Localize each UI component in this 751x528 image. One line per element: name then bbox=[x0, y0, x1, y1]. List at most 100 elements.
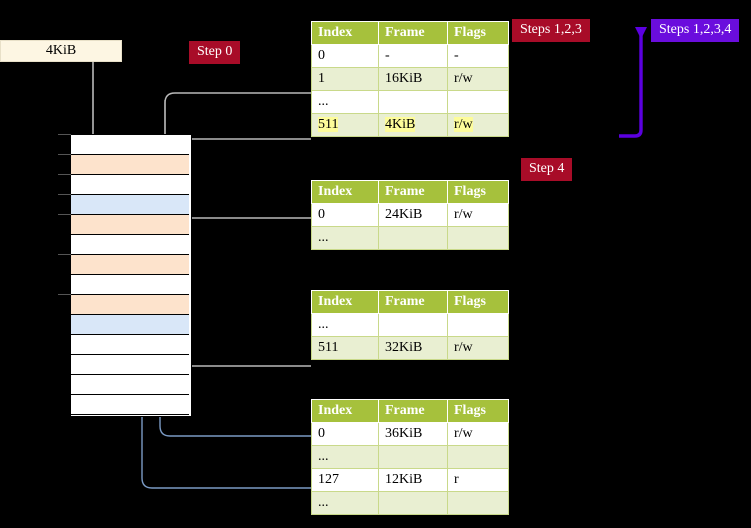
memory-frame-row bbox=[71, 295, 189, 315]
table-cell bbox=[447, 226, 509, 250]
column-header-frame: Frame bbox=[378, 21, 448, 45]
memory-frame-row bbox=[71, 135, 189, 155]
badge-steps-1234-label: Steps 1,2,3,4 bbox=[659, 22, 732, 37]
badge-steps-123-label: Steps 1,2,3 bbox=[520, 22, 582, 37]
arrow-steps-1234-bracket bbox=[619, 27, 647, 138]
highlighted-value: 511 bbox=[318, 117, 339, 132]
table-cell: - bbox=[447, 44, 509, 68]
table-cell: 36KiB bbox=[378, 422, 448, 446]
table-cell: ... bbox=[311, 226, 379, 250]
table-cell bbox=[378, 226, 448, 250]
memory-tick-mark bbox=[58, 154, 71, 155]
memory-tick-mark bbox=[58, 254, 71, 255]
table-cell bbox=[447, 445, 509, 469]
column-header-index: Index bbox=[311, 290, 379, 314]
memory-frame-row bbox=[71, 235, 189, 255]
connector-pdp-row0 bbox=[179, 217, 311, 260]
memory-tick-mark bbox=[58, 194, 71, 195]
memory-tick-mark bbox=[58, 214, 71, 215]
column-header-frame: Frame bbox=[378, 290, 448, 314]
badge-step-4: Step 4 bbox=[521, 158, 573, 181]
table-cell: - bbox=[378, 44, 448, 68]
table-cell: r/w bbox=[447, 422, 509, 446]
table-cell bbox=[378, 90, 448, 114]
column-header-frame: Frame bbox=[378, 399, 448, 423]
column-header-index: Index bbox=[311, 399, 379, 423]
table-cell: 12KiB bbox=[378, 468, 448, 492]
table-cell: 4KiB bbox=[378, 113, 448, 137]
connector-pd-row511 bbox=[179, 308, 311, 367]
table-row: ... bbox=[311, 491, 509, 515]
frame-4kib-box: 4KiB bbox=[0, 40, 122, 62]
badge-step-0-label: Step 0 bbox=[197, 44, 233, 59]
memory-frame-row bbox=[71, 315, 189, 335]
memory-frame-row bbox=[71, 215, 189, 235]
memory-tick-mark bbox=[58, 174, 71, 175]
highlighted-value: r/w bbox=[454, 117, 473, 132]
memory-frame-row bbox=[71, 155, 189, 175]
table-cell: 511 bbox=[311, 336, 379, 360]
table-cell: 16KiB bbox=[378, 67, 448, 91]
memory-frame-row bbox=[71, 395, 189, 415]
column-header-frame: Frame bbox=[378, 180, 448, 204]
table-row: 511 4KiB r/w bbox=[311, 113, 509, 137]
table-cell: r/w bbox=[447, 203, 509, 227]
table-row: ... bbox=[311, 445, 509, 469]
table-cell: 511 bbox=[311, 113, 379, 137]
table-cell: 1 bbox=[311, 67, 379, 91]
badge-step-0: Step 0 bbox=[189, 41, 241, 64]
table-cell: 0 bbox=[311, 422, 379, 446]
table-row: ... bbox=[311, 313, 509, 337]
badge-steps-1234: Steps 1,2,3,4 bbox=[651, 19, 740, 42]
table-cell: r/w bbox=[447, 67, 509, 91]
column-header-flags: Flags bbox=[447, 290, 509, 314]
physical-memory-column bbox=[70, 134, 192, 417]
memory-frame-row bbox=[71, 175, 189, 195]
table-cell bbox=[378, 445, 448, 469]
table-cell: r bbox=[447, 468, 509, 492]
badge-steps-123: Steps 1,2,3 bbox=[512, 19, 590, 42]
memory-frame-row bbox=[71, 275, 189, 295]
memory-tick-mark bbox=[58, 294, 71, 295]
table-cell: 127 bbox=[311, 468, 379, 492]
memory-frame-row bbox=[71, 355, 189, 375]
table-cell: ... bbox=[311, 313, 379, 337]
column-header-index: Index bbox=[311, 180, 379, 204]
table-row: 0-- bbox=[311, 44, 509, 68]
table-cell bbox=[447, 313, 509, 337]
table-row: ... bbox=[311, 226, 509, 250]
table-row: ... bbox=[311, 90, 509, 114]
memory-frame-row bbox=[71, 375, 189, 395]
table-cell bbox=[447, 90, 509, 114]
column-header-index: Index bbox=[311, 21, 379, 45]
table-cell bbox=[447, 491, 509, 515]
memory-frame-row bbox=[71, 335, 189, 355]
memory-tick-mark bbox=[58, 134, 71, 135]
table-cell bbox=[378, 313, 448, 337]
table-cell: 0 bbox=[311, 44, 379, 68]
badge-step-4-label: Step 4 bbox=[529, 161, 565, 176]
table-cell bbox=[378, 491, 448, 515]
table-cell: 24KiB bbox=[378, 203, 448, 227]
table-cell: 32KiB bbox=[378, 336, 448, 360]
highlighted-value: 4KiB bbox=[385, 117, 416, 132]
memory-frame-row bbox=[71, 255, 189, 275]
column-header-flags: Flags bbox=[447, 180, 509, 204]
table-cell: ... bbox=[311, 90, 379, 114]
frame-4kib-label: 4KiB bbox=[45, 43, 77, 58]
table-cell: r/w bbox=[447, 336, 509, 360]
table-cell: ... bbox=[311, 491, 379, 515]
